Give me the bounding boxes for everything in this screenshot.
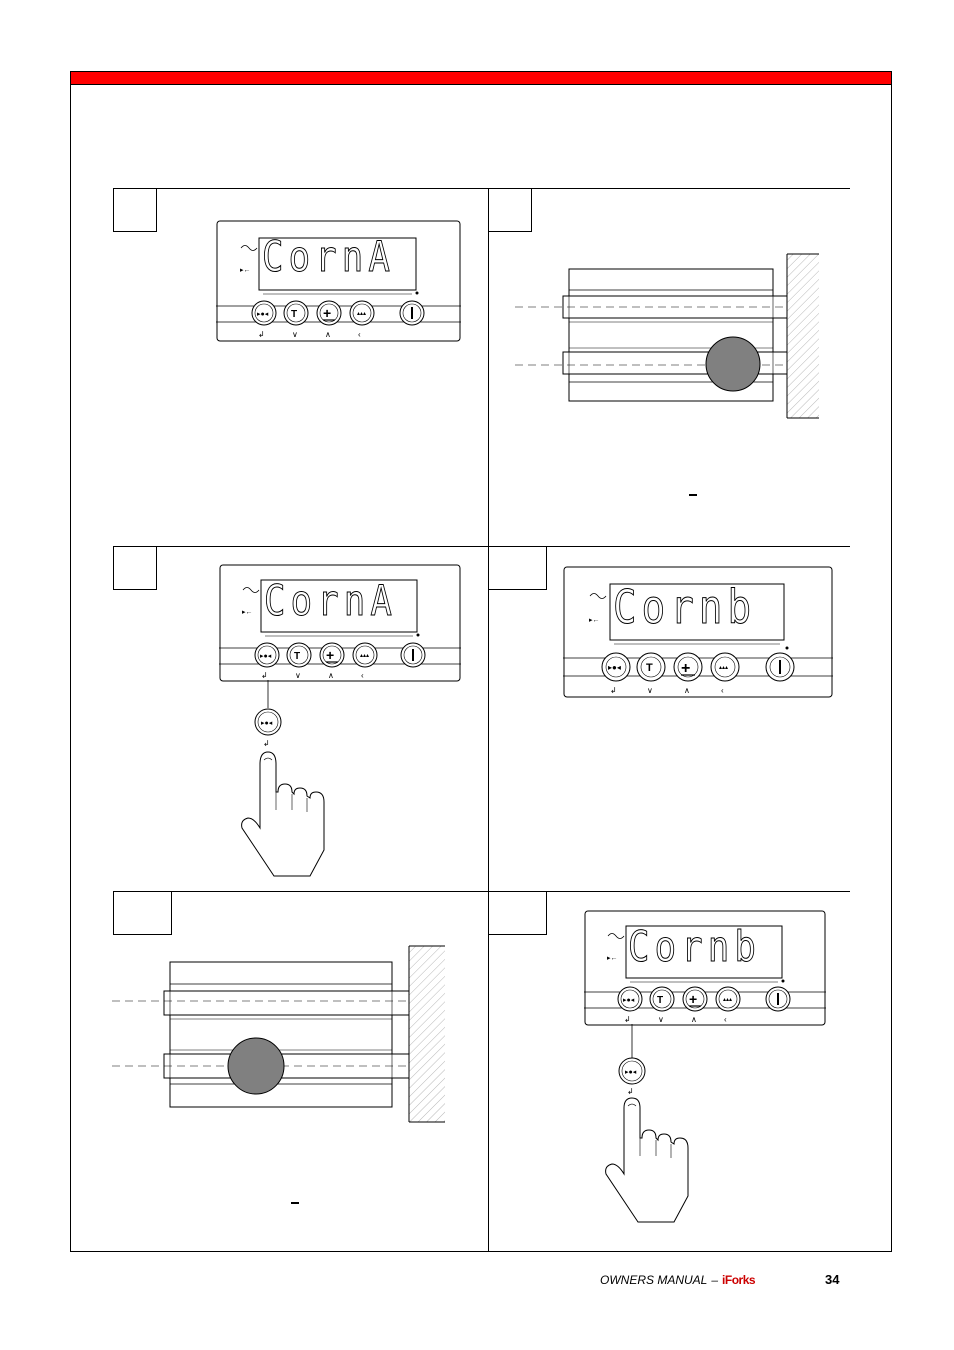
step-box-2	[488, 188, 532, 232]
step-box-3	[113, 546, 157, 590]
indicator-panel-4: ▸← ▸●◂ T + ▴▴▴ ↲ ∨ ∧ ‹	[584, 910, 826, 1026]
svg-text:‹: ‹	[358, 330, 361, 339]
svg-text:▸●◂: ▸●◂	[260, 653, 272, 660]
finger-press-1: ▸●◂ ↲	[241, 680, 325, 877]
svg-text:↲: ↲	[263, 739, 270, 748]
display-text-2: CornA	[264, 576, 397, 626]
footer-manual-title: OWNERS MANUAL–iForks	[600, 1273, 756, 1287]
svg-text:▴▴▴: ▴▴▴	[360, 653, 369, 659]
brand-prefix: i	[722, 1273, 725, 1287]
svg-text:↲: ↲	[610, 686, 617, 695]
svg-text:∨: ∨	[647, 686, 653, 695]
svg-text:▸←: ▸←	[240, 267, 251, 274]
svg-text:↲: ↲	[261, 671, 268, 680]
dash-mark-1	[689, 494, 697, 496]
display-text-3: Cornb	[613, 580, 757, 635]
svg-text:∨: ∨	[658, 1015, 664, 1024]
forks-diagram-1	[515, 253, 819, 419]
svg-text:‹: ‹	[724, 1015, 727, 1024]
svg-text:‹: ‹	[721, 686, 724, 695]
forks-diagram-2	[112, 945, 445, 1123]
svg-text:▸●◂: ▸●◂	[623, 997, 635, 1004]
svg-text:∨: ∨	[292, 330, 298, 339]
row-divider-3	[113, 891, 850, 892]
page-number: 34	[825, 1272, 840, 1287]
display-text-4: Cornb	[628, 922, 761, 972]
svg-text:▸●◂: ▸●◂	[625, 1069, 637, 1076]
svg-text:+: +	[323, 305, 331, 321]
svg-text:▴▴▴: ▴▴▴	[719, 665, 728, 671]
display-text-1: CornA	[262, 232, 395, 282]
svg-text:↲: ↲	[258, 330, 265, 339]
indicator-panel-2: ▸← ▸●◂ T + ▴▴▴ ↲ ∨ ∧ ‹	[219, 564, 461, 682]
svg-text:T: T	[646, 662, 653, 674]
svg-text:∧: ∧	[684, 686, 690, 695]
svg-text:∧: ∧	[325, 330, 331, 339]
svg-text:T: T	[294, 651, 300, 662]
indicator-panel-1: ▸← ▸●◂ T + ▴▴▴ ↲ ∨ ∧ ‹	[216, 220, 461, 342]
svg-text:∨: ∨	[295, 671, 301, 680]
indicator-panel-3: ▸← ▸●◂ T + ▴▴▴ ↲ ∨ ∧ ‹	[563, 566, 833, 698]
column-divider	[488, 188, 489, 1251]
svg-text:↲: ↲	[627, 1087, 634, 1096]
svg-text:▸●◂: ▸●◂	[608, 663, 621, 672]
svg-text:▸←: ▸←	[589, 617, 600, 624]
svg-text:+: +	[689, 991, 697, 1007]
svg-text:‹: ‹	[361, 671, 364, 680]
finger-press-2: ▸●◂ ↲	[605, 1024, 689, 1223]
brand-logo: iForks	[722, 1273, 756, 1287]
svg-text:↲: ↲	[624, 1015, 631, 1024]
step-box-4	[488, 546, 547, 590]
step-box-1	[113, 188, 157, 232]
svg-text:T: T	[657, 995, 663, 1006]
footer-separator: –	[711, 1273, 719, 1287]
svg-text:▸●◂: ▸●◂	[257, 311, 269, 318]
svg-text:▴▴▴: ▴▴▴	[357, 311, 366, 317]
dash-mark-2	[291, 1202, 299, 1204]
brand-name: Forks	[724, 1273, 756, 1287]
header-bar	[70, 71, 892, 85]
row-divider-2	[113, 546, 850, 547]
svg-text:▴▴▴: ▴▴▴	[723, 997, 732, 1003]
row-divider-1	[113, 188, 850, 189]
svg-text:+: +	[681, 660, 690, 677]
svg-text:T: T	[291, 309, 297, 320]
step-box-6	[488, 891, 547, 935]
svg-text:+: +	[326, 647, 334, 663]
svg-text:∧: ∧	[691, 1015, 697, 1024]
svg-text:∧: ∧	[328, 671, 334, 680]
footer-manual-label: OWNERS MANUAL	[600, 1273, 708, 1287]
svg-text:▸←: ▸←	[607, 955, 618, 962]
svg-text:▸●◂: ▸●◂	[261, 720, 273, 727]
svg-text:▸←: ▸←	[242, 609, 253, 616]
step-box-5	[113, 891, 172, 935]
